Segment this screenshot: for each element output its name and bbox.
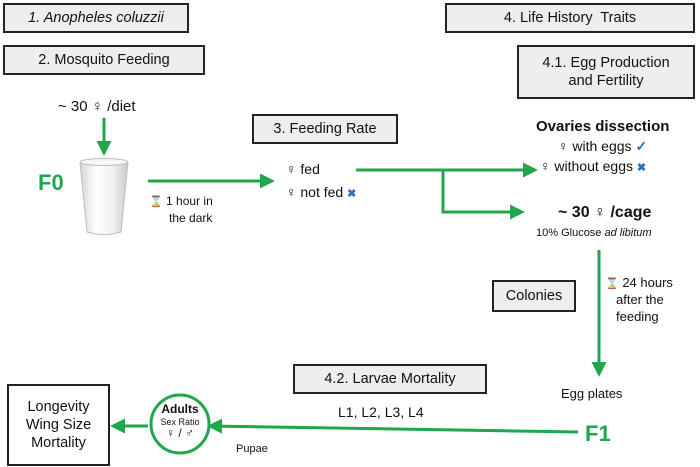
- glucose-label: 10% Glucose: [536, 227, 602, 239]
- check-icon: ✓: [635, 138, 648, 154]
- adults-circle: [149, 393, 211, 455]
- sex-symbols-label: ♀ / ♂: [165, 426, 194, 441]
- egg-production-line1: 4.1. Egg Production: [542, 54, 670, 71]
- diet-label: ~ 30 ♀ /diet: [58, 98, 136, 115]
- adults-label: Adults: [161, 402, 199, 416]
- life-history-box: 4. Life History Traits: [445, 3, 695, 33]
- without-eggs-label: ♀ without eggs: [540, 158, 633, 174]
- not-fed-row: ♀ not fed ✖: [286, 184, 356, 201]
- larvae-stages-label: L1, L2, L3, L4: [338, 404, 424, 420]
- cross-icon: ✖: [347, 188, 357, 200]
- colonies-box: Colonies: [492, 280, 576, 312]
- egg-production-line2: and Fertility: [568, 73, 644, 89]
- hours-line3: feeding: [616, 308, 659, 324]
- mosquito-feeding-label: 2. Mosquito Feeding: [38, 51, 170, 68]
- arrow-f1-to-adults: [207, 418, 579, 434]
- hours-line2: after the: [616, 291, 664, 307]
- mosquito-feeding-box: 2. Mosquito Feeding: [3, 45, 205, 75]
- colonies-label: Colonies: [505, 287, 563, 304]
- hourglass-icon: ⌛: [149, 196, 163, 208]
- cup-illustration: [79, 158, 129, 235]
- egg-plates-label: Egg plates: [561, 386, 623, 401]
- cage-label: ~ 30 ♀ /cage: [558, 204, 652, 221]
- adults-circle-text: Adults Sex Ratio ♀ / ♂: [152, 402, 208, 441]
- fed-label: ♀ fed: [286, 161, 320, 177]
- egg-production-box: 4.1. Egg Production and Fertility: [517, 45, 695, 99]
- cross-icon: ✖: [636, 162, 647, 174]
- ad-libitum-label: ad libitum: [604, 227, 652, 239]
- dark-note: ⌛ 1 hour in the dark: [149, 193, 213, 226]
- outcome-longevity: Longevity: [27, 398, 90, 415]
- outcomes-box: Longevity Wing Size Mortality: [7, 384, 110, 466]
- larvae-mortality-label: 4.2. Larvae Mortality: [324, 370, 456, 387]
- f0-label: F0: [38, 170, 64, 195]
- with-eggs-label: ♀ with eggs: [558, 138, 632, 154]
- outcome-mortality: Mortality: [31, 435, 86, 452]
- arrow-fed-to-cage: [441, 170, 525, 220]
- dark-line2: the dark: [169, 210, 213, 225]
- pupae-label: Pupae: [236, 443, 268, 455]
- dark-line1: 1 hour in: [166, 194, 213, 208]
- with-eggs-row: ♀ with eggs ✓: [558, 138, 647, 155]
- not-fed-label: ♀ not fed: [286, 184, 344, 200]
- hours-line1: 24 hours: [622, 275, 673, 290]
- species-box: 1. Anopheles coluzzii: [3, 3, 189, 33]
- f1-label: F1: [585, 421, 611, 446]
- outcome-wing-size: Wing Size: [25, 416, 92, 433]
- species-label: 1. Anopheles coluzzii: [28, 9, 164, 26]
- sex-ratio-label: Sex Ratio: [160, 416, 200, 427]
- feeding-rate-label: 3. Feeding Rate: [273, 120, 377, 137]
- hourglass-icon: ⌛: [605, 278, 619, 290]
- ovaries-dissection-label: Ovaries dissection: [536, 118, 670, 135]
- without-eggs-row: ♀ without eggs ✖: [540, 158, 646, 175]
- life-history-label: 4. Life History Traits: [503, 9, 637, 26]
- hours-note: ⌛ 24 hours after the feeding: [605, 275, 673, 326]
- feeding-rate-box: 3. Feeding Rate: [252, 114, 398, 144]
- larvae-mortality-box: 4.2. Larvae Mortality: [293, 364, 487, 394]
- glucose-row: 10% Glucose ad libitum: [536, 227, 652, 240]
